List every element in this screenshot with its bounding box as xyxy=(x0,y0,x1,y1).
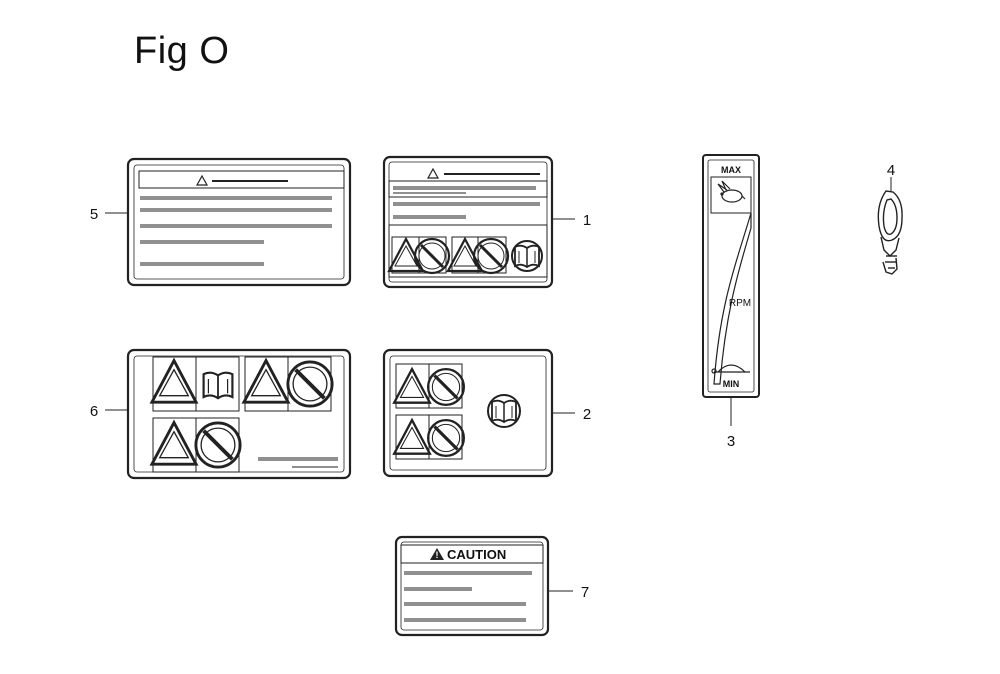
turtle-icon xyxy=(711,364,750,374)
warning-triangle-icon xyxy=(150,359,198,404)
rabbit-icon xyxy=(717,180,746,203)
manual-book-icon xyxy=(202,371,234,400)
warning-triangle-icon xyxy=(426,167,440,179)
caution-triangle-icon xyxy=(430,548,444,560)
part-4-clip xyxy=(877,190,903,275)
callout-6: 6 xyxy=(90,403,98,420)
max-label: MAX xyxy=(721,165,741,175)
rpm-label: RPM xyxy=(729,298,751,309)
warning-triangle-icon xyxy=(150,421,198,466)
warning-triangle-icon xyxy=(195,174,209,186)
manual-circle xyxy=(511,240,543,272)
warning-triangle-icon xyxy=(392,367,432,404)
min-label: MIN xyxy=(723,379,740,389)
caution-heading: CAUTION xyxy=(447,547,506,562)
callout-5: 5 xyxy=(90,206,98,223)
label-2 xyxy=(382,348,554,478)
figure-title: Fig O xyxy=(134,30,230,72)
prohibition-icon xyxy=(472,237,510,275)
manual-book-icon xyxy=(491,399,517,423)
manual-book-icon xyxy=(514,244,540,268)
text-lines xyxy=(140,196,332,266)
manual-circle xyxy=(487,394,521,428)
label-7: ! CAUTION xyxy=(394,535,550,637)
part-3-throttle-label: MAX RPM MIN xyxy=(702,154,760,398)
prohibition-icon xyxy=(193,420,243,470)
label-6 xyxy=(126,348,352,480)
prohibition-icon xyxy=(426,418,466,458)
label-1 xyxy=(382,155,554,289)
prohibition-icon xyxy=(285,359,335,409)
callout-numbers: 5 1 6 2 3 4 7 xyxy=(90,162,895,601)
callout-1: 1 xyxy=(583,212,591,229)
label-5 xyxy=(126,157,352,287)
leader-lines xyxy=(105,177,892,592)
svg-text:!: ! xyxy=(436,550,439,560)
callout-2: 2 xyxy=(583,406,591,423)
warning-triangle-icon xyxy=(392,418,432,455)
callout-3: 3 xyxy=(727,433,735,450)
callout-4: 4 xyxy=(887,162,895,179)
prohibition-icon xyxy=(413,237,451,275)
warning-triangle-icon xyxy=(242,359,290,404)
callout-7: 7 xyxy=(581,584,589,601)
speed-range-wedge xyxy=(713,212,752,385)
prohibition-icon xyxy=(426,367,466,407)
